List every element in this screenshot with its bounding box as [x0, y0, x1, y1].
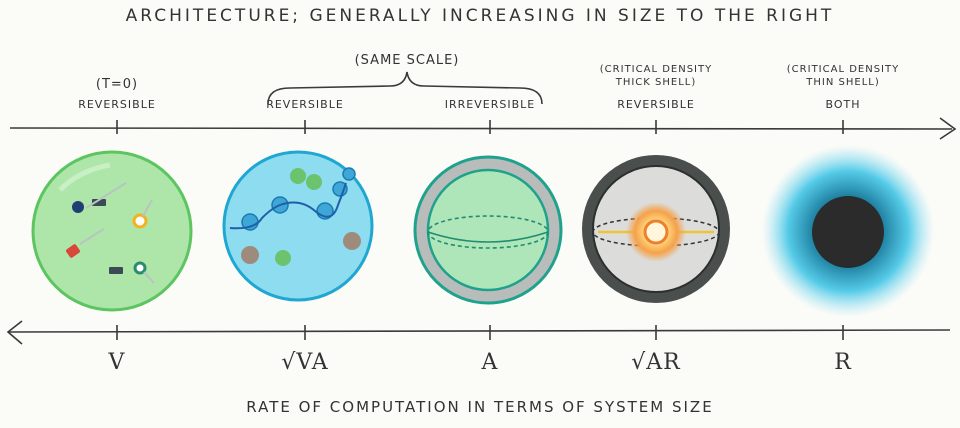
- same-scale-note: (SAME SCALE): [354, 53, 460, 68]
- scale-label-sqrt-ar: √AR: [631, 350, 681, 375]
- top-label-3: IRREVERSIBLE: [444, 98, 536, 111]
- shell-sphere: [413, 155, 563, 305]
- scale-label-r: R: [834, 350, 852, 375]
- top-axis-arrow: [9, 117, 957, 140]
- blue-sphere: [222, 150, 374, 302]
- scale-label-a: A: [481, 350, 499, 375]
- top-label-5: BOTH: [825, 98, 861, 111]
- top-label-1: REVERSIBLE: [78, 98, 156, 111]
- top-note-4: (CRITICAL DENSITY THICK SHELL): [599, 64, 713, 88]
- footer-caption: RATE OF COMPUTATION IN TERMS OF SYSTEM S…: [246, 398, 714, 416]
- black-hole: [762, 145, 934, 317]
- top-note-5: (CRITICAL DENSITY THIN SHELL): [786, 64, 900, 88]
- scale-label-sqrt-va: √VA: [281, 350, 329, 375]
- thick-shell-sphere: [582, 155, 730, 303]
- top-label-2: REVERSIBLE: [266, 98, 344, 111]
- particle-icons: [66, 182, 155, 284]
- same-scale-brace: [267, 71, 543, 105]
- top-note-1: (T=0): [95, 77, 139, 92]
- scale-label-v: V: [108, 350, 126, 375]
- top-label-4: REVERSIBLE: [617, 98, 695, 111]
- diagram-title: ARCHITECTURE; GENERALLY INCREASING IN SI…: [125, 6, 835, 26]
- bottom-axis-arrow: [6, 320, 951, 345]
- green-sphere: [31, 150, 193, 312]
